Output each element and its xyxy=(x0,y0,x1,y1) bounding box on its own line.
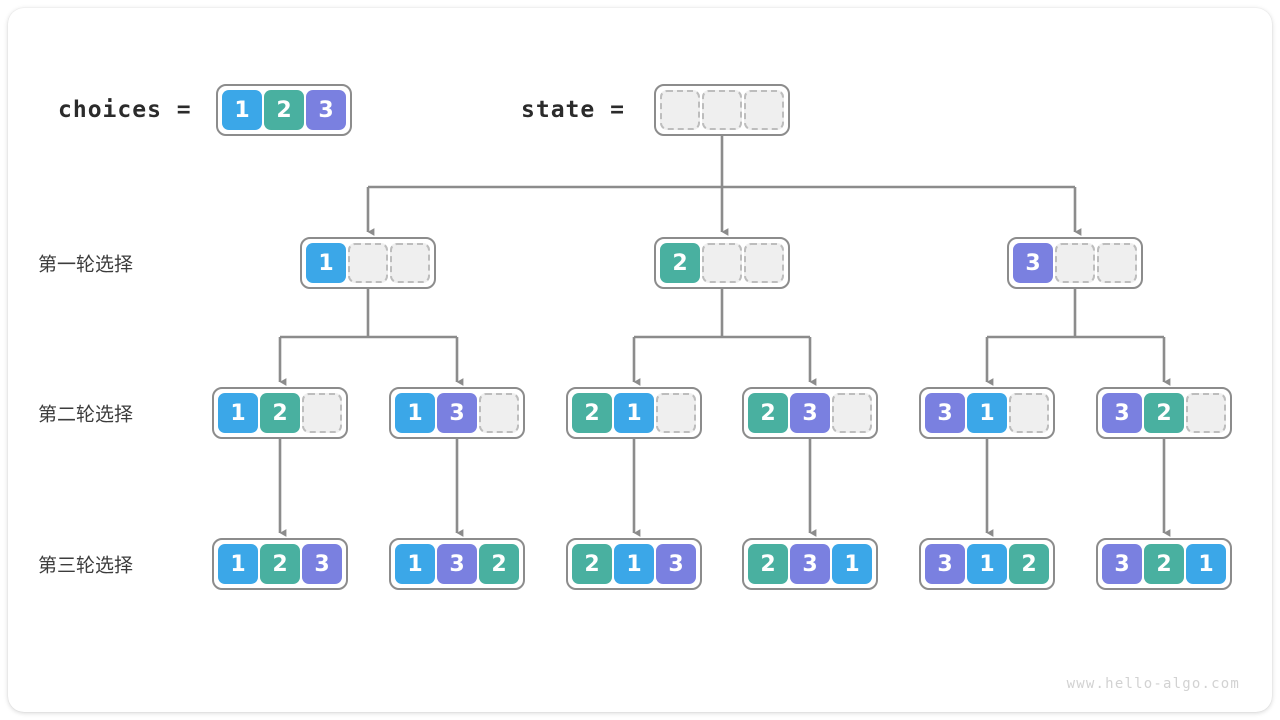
state-node-r1-n1: 1 xyxy=(300,237,436,289)
r2n3-cell-2 xyxy=(656,393,696,433)
choices-cell-2: 3 xyxy=(306,90,346,130)
r2n2-cell-2 xyxy=(479,393,519,433)
row-label-2: 第二轮选择 xyxy=(38,403,134,426)
state-cell-1 xyxy=(702,90,742,130)
r2n3-cell-0: 2 xyxy=(572,393,612,433)
r2n4-cell-0: 2 xyxy=(748,393,788,433)
r2n1-cell-2 xyxy=(302,393,342,433)
r3n1-cell-1: 2 xyxy=(260,544,300,584)
r1n2-cell-2 xyxy=(744,243,784,283)
r2n4-cell-1: 3 xyxy=(790,393,830,433)
r2n2-cell-1: 3 xyxy=(437,393,477,433)
r2n1-cell-1: 2 xyxy=(260,393,300,433)
r3n3-cell-1: 1 xyxy=(614,544,654,584)
r3n5-cell-0: 3 xyxy=(925,544,965,584)
r3n5-cell-2: 2 xyxy=(1009,544,1049,584)
state-array xyxy=(654,84,790,136)
r2n4-cell-2 xyxy=(832,393,872,433)
diagram-card xyxy=(8,8,1272,712)
r2n6-cell-2 xyxy=(1186,393,1226,433)
r3n4-cell-2: 1 xyxy=(832,544,872,584)
r3n6-cell-2: 1 xyxy=(1186,544,1226,584)
choices-cell-0: 1 xyxy=(222,90,262,130)
choices-cell-1: 2 xyxy=(264,90,304,130)
r3n1-cell-2: 3 xyxy=(302,544,342,584)
r3n5-cell-1: 1 xyxy=(967,544,1007,584)
r3n6-cell-0: 3 xyxy=(1102,544,1142,584)
watermark: www.hello-algo.com xyxy=(1066,676,1240,692)
r2n1-cell-0: 1 xyxy=(218,393,258,433)
state-node-r1-n3: 3 xyxy=(1007,237,1143,289)
r3n3-cell-2: 3 xyxy=(656,544,696,584)
r3n2-cell-0: 1 xyxy=(395,544,435,584)
r2n3-cell-1: 1 xyxy=(614,393,654,433)
state-node-r1-n2: 2 xyxy=(654,237,790,289)
r2n6-cell-0: 3 xyxy=(1102,393,1142,433)
state-cell-2 xyxy=(744,90,784,130)
r3n2-cell-2: 2 xyxy=(479,544,519,584)
choices-label: choices = xyxy=(58,97,192,123)
r1n1-cell-2 xyxy=(390,243,430,283)
r2n5-cell-1: 1 xyxy=(967,393,1007,433)
r1n3-cell-0: 3 xyxy=(1013,243,1053,283)
row-label-1: 第一轮选择 xyxy=(38,253,134,276)
r2n6-cell-1: 2 xyxy=(1144,393,1184,433)
r1n1-cell-1 xyxy=(348,243,388,283)
r2n2-cell-0: 1 xyxy=(395,393,435,433)
state-label: state = xyxy=(521,97,625,123)
r3n2-cell-1: 3 xyxy=(437,544,477,584)
r1n2-cell-1 xyxy=(702,243,742,283)
r1n3-cell-1 xyxy=(1055,243,1095,283)
r3n4-cell-0: 2 xyxy=(748,544,788,584)
r2n5-cell-0: 3 xyxy=(925,393,965,433)
r1n3-cell-2 xyxy=(1097,243,1137,283)
r1n2-cell-0: 2 xyxy=(660,243,700,283)
r3n3-cell-0: 2 xyxy=(572,544,612,584)
r3n4-cell-1: 3 xyxy=(790,544,830,584)
state-cell-0 xyxy=(660,90,700,130)
r2n5-cell-2 xyxy=(1009,393,1049,433)
r3n6-cell-1: 2 xyxy=(1144,544,1184,584)
row-label-3: 第三轮选择 xyxy=(38,554,134,577)
r1n1-cell-0: 1 xyxy=(306,243,346,283)
r3n1-cell-0: 1 xyxy=(218,544,258,584)
